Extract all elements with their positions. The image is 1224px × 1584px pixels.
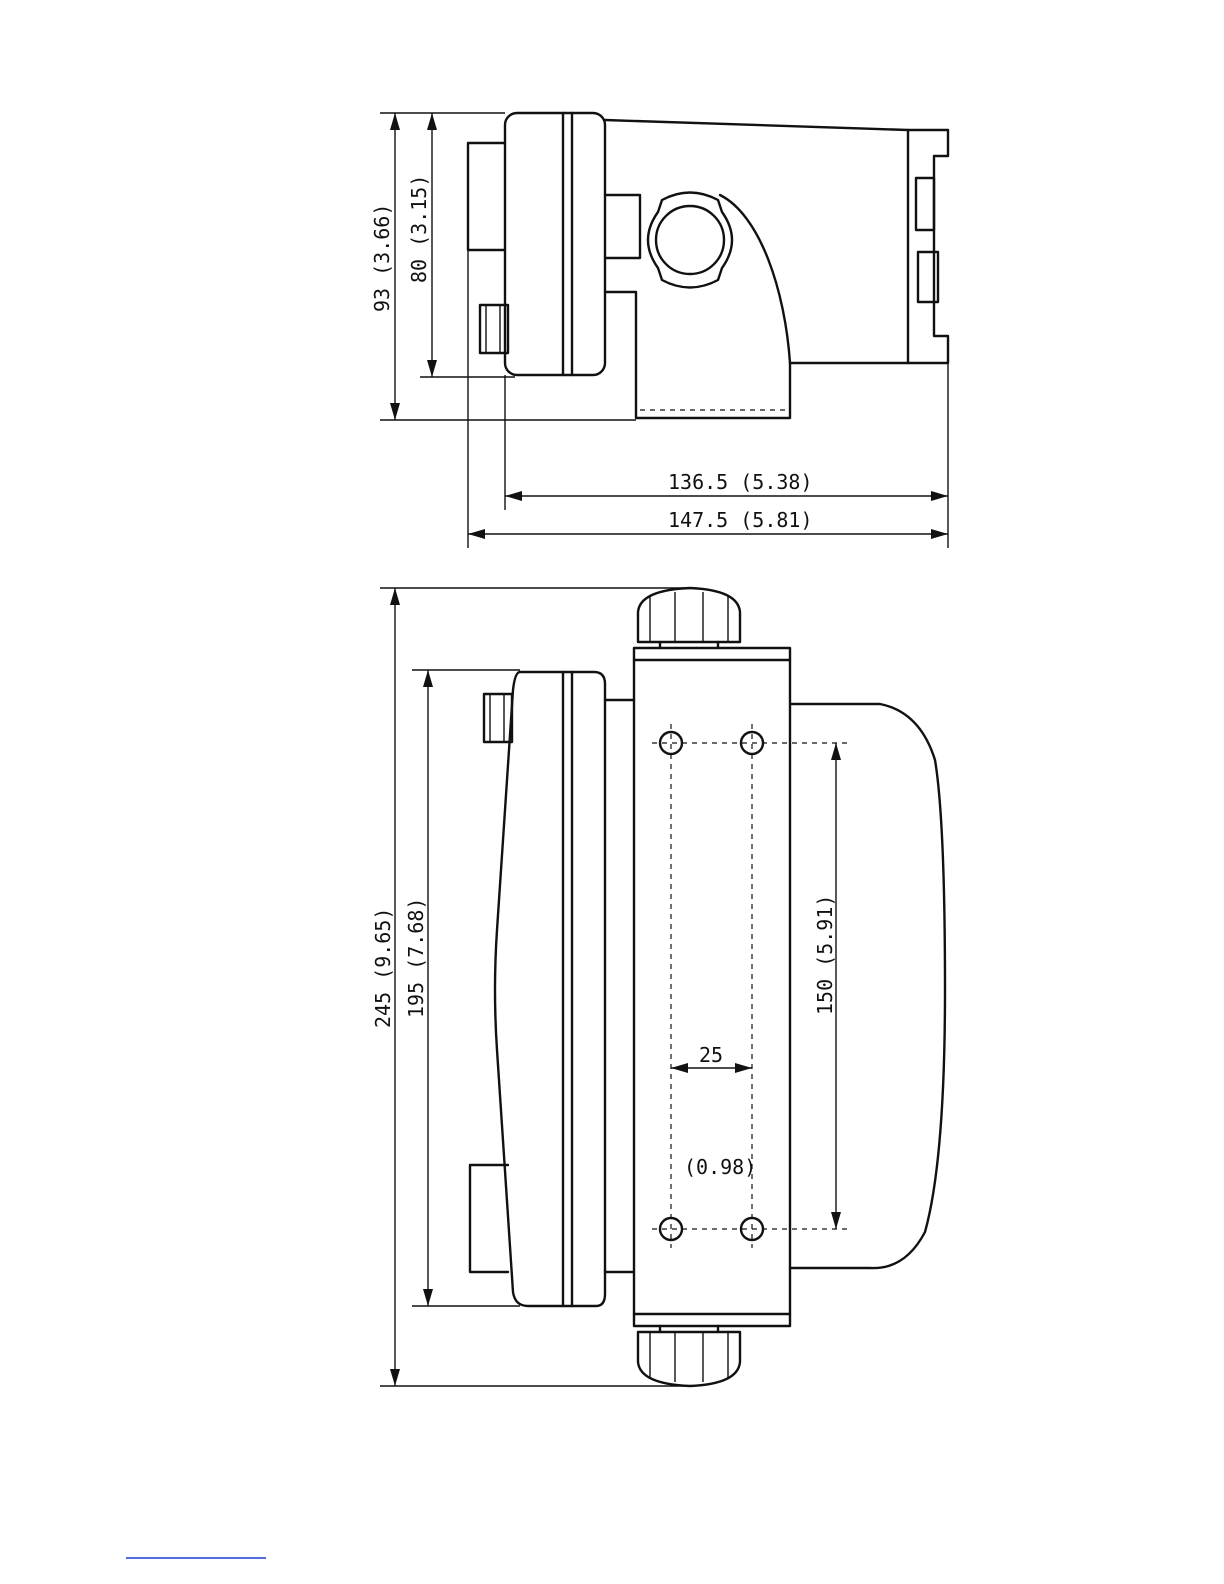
side-view: 93 (3.66) 80 (3.15) 136.5 (5.38) 147.5 (… [370,113,948,548]
front-display-panel [495,672,605,1306]
front-height-body-label: 195 (7.68) [404,898,428,1018]
side-height-total-label: 93 (3.66) [370,204,394,312]
front-top-knob-icon [638,588,740,648]
front-hole-horizontal-label: 25 [699,1043,723,1067]
side-mount-knob-icon [648,193,732,288]
side-height-body-label: 80 (3.15) [407,175,431,283]
front-hole-vertical-label: 150 (5.91) [813,895,837,1015]
front-height-total-label: 245 (9.65) [371,908,395,1028]
side-rear-block [468,143,505,250]
side-front-panel [505,113,605,375]
front-hole-horizontal-inch-label: (0.98) [684,1155,756,1179]
front-rear-block [470,1165,508,1272]
front-bracket-plate [634,648,790,1326]
side-bracket [605,292,790,418]
side-plug-upper [916,178,934,230]
front-bottom-knob-icon [638,1326,740,1386]
front-connector [484,694,512,742]
side-depth-total-label: 147.5 (5.81) [668,508,813,532]
side-depth-body-label: 136.5 (5.38) [668,470,813,494]
front-view: 150 (5.91) 25 (0.98) 245 (9.65) 195 (7.6… [371,588,945,1386]
